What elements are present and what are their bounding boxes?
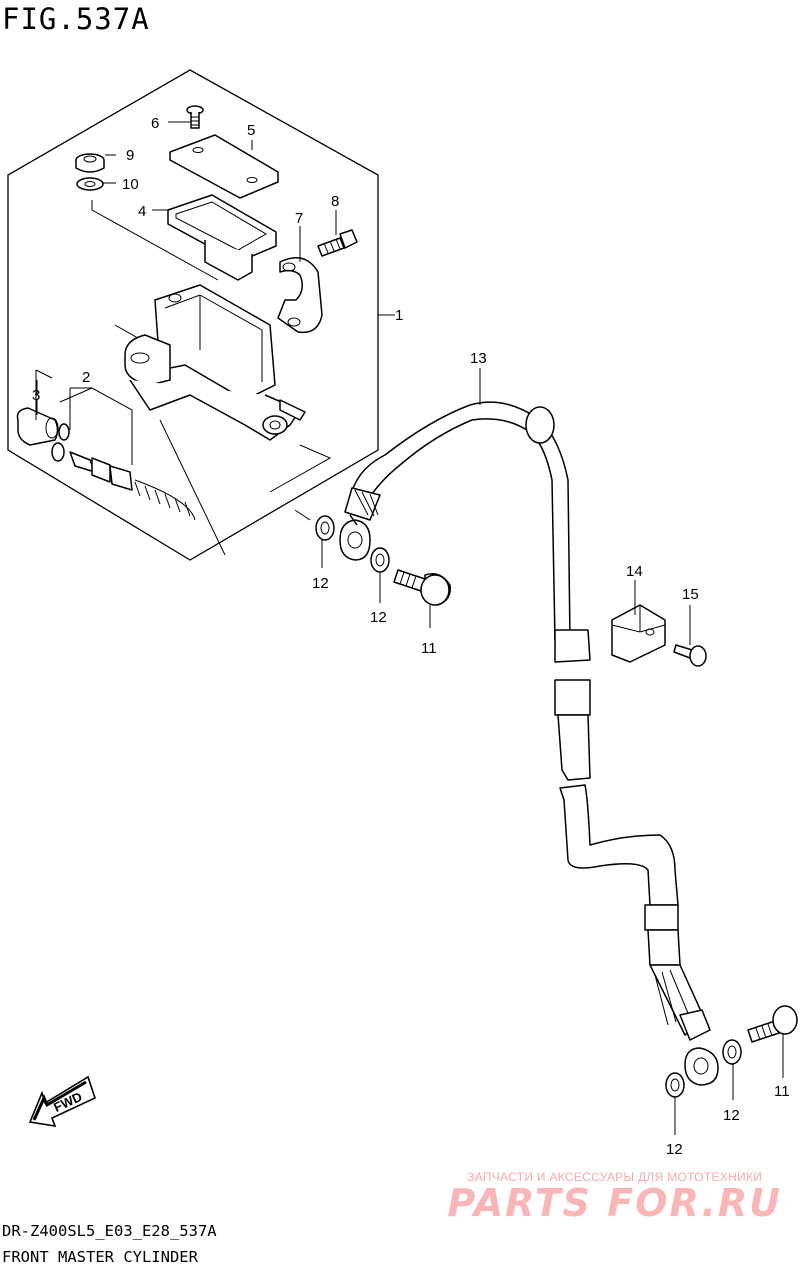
washer-part-12-d [665, 1072, 685, 1098]
piston-cap-part-3 [16, 407, 59, 446]
callout-8: 8 [331, 193, 339, 210]
callout-10: 10 [122, 176, 139, 193]
figure-title: FIG.537A [2, 2, 150, 36]
washer-part-12-b [370, 547, 390, 573]
piston-assembly-part-2 [51, 423, 196, 521]
watermark-tagline: ЗАПЧАСТИ И АКСЕССУАРЫ ДЛЯ МОТОТЕХНИКИ [467, 1170, 763, 1184]
diaphragm-part-4 [167, 194, 277, 281]
boot-part-9 [75, 153, 105, 173]
callout-12-c: 12 [723, 1107, 740, 1124]
callout-12-b: 12 [370, 609, 387, 626]
union-bolt-part-11-a [393, 569, 451, 606]
callout-3: 3 [32, 387, 40, 404]
screw-part-15 [673, 644, 707, 667]
figure-caption: FRONT MASTER CYLINDER [2, 1248, 198, 1266]
callout-1: 1 [395, 307, 403, 324]
callout-4: 4 [138, 203, 146, 220]
footer: DR-Z400SL5_E03_E28_537A FRONT MASTER CYL… [2, 1218, 217, 1270]
callout-12-a: 12 [312, 575, 329, 592]
watermark-brand: PARTS FOR.RU [447, 1181, 782, 1225]
guide-line-pin [91, 200, 219, 281]
washer-part-12-c [722, 1039, 742, 1065]
watermark: ЗАПЧАСТИ И АКСЕССУАРЫ ДЛЯ МОТОТЕХНИКИ PA… [447, 1170, 782, 1222]
callout-9: 9 [126, 147, 134, 164]
fwd-arrow-icon: FWD [28, 1075, 96, 1128]
bolt-part-8 [317, 229, 358, 257]
guide-line-bottom [269, 444, 332, 493]
clamp-part-7 [277, 257, 323, 334]
reservoir-cap-part-5 [169, 134, 279, 199]
callout-15: 15 [682, 586, 699, 603]
callout-5: 5 [247, 122, 255, 139]
hose-clamp-part-14 [611, 604, 666, 663]
leader-group-2-3 [35, 369, 133, 465]
washer-part-12-a [315, 515, 335, 541]
callout-12-d: 12 [666, 1141, 683, 1158]
model-code: DR-Z400SL5_E03_E28_537A [2, 1222, 217, 1240]
screw-part-6 [186, 105, 204, 129]
washer-part-10 [76, 177, 104, 191]
callout-14: 14 [626, 563, 643, 580]
guide-line-union [294, 509, 311, 521]
callout-6: 6 [151, 115, 159, 132]
callout-2: 2 [82, 369, 90, 386]
callout-11-b: 11 [774, 1083, 790, 1100]
union-bolt-part-11-b [747, 1005, 798, 1043]
callout-11-a: 11 [421, 640, 437, 657]
callout-leaders [103, 121, 784, 1135]
brake-hose-part-13 [339, 401, 719, 1086]
master-cylinder-body-part-1 [124, 284, 306, 441]
callout-7: 7 [295, 210, 303, 227]
assembly-outline [7, 69, 379, 561]
callout-13: 13 [470, 350, 487, 367]
